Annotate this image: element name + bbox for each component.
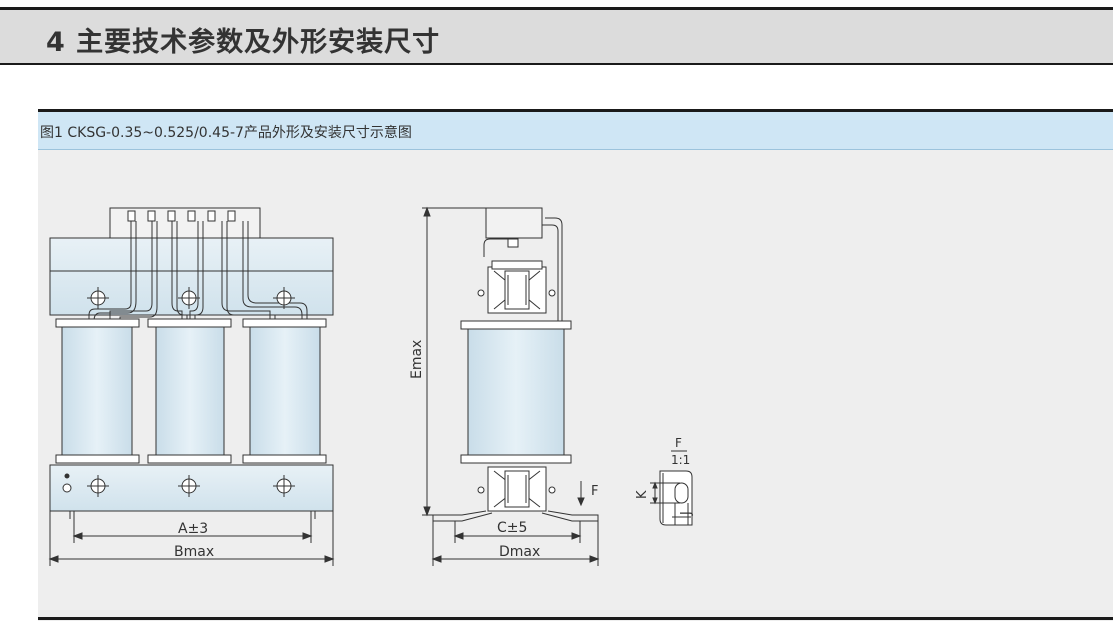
- figure-bottom-rule: [38, 617, 1113, 620]
- side-view: [422, 206, 600, 566]
- slot-hole: [674, 482, 689, 504]
- section-title: 4 主要技术参数及外形安装尺寸: [46, 27, 441, 58]
- detail-view-label: F: [675, 436, 682, 450]
- drawing-canvas: A±3 Bmax: [48, 206, 694, 566]
- dim-b-label: Bmax: [174, 544, 214, 560]
- side-terminal-box: [485, 207, 543, 239]
- section-header: 4 主要技术参数及外形安装尺寸: [0, 7, 1113, 65]
- dim-a-label: A±3: [178, 521, 208, 537]
- dim-e-label: Emax: [409, 340, 425, 379]
- figure-caption: 图1 CKSG-0.35~0.525/0.45-7产品外形及安装尺寸示意图: [40, 125, 412, 141]
- terminal-studs: [127, 210, 236, 222]
- detail-scale-label: 1:1: [671, 453, 690, 467]
- front-view: [48, 207, 335, 566]
- dim-k-label: K: [635, 490, 650, 499]
- detail-view: [650, 450, 693, 526]
- dim-j-label: J: [679, 511, 694, 516]
- figure-panel: 图1 CKSG-0.35~0.525/0.45-7产品外形及安装尺寸示意图: [38, 109, 1113, 621]
- top-holes: [87, 287, 295, 309]
- figure-caption-bar: 图1 CKSG-0.35~0.525/0.45-7产品外形及安装尺寸示意图: [38, 112, 1113, 150]
- bottom-holes: [62, 473, 295, 497]
- lead-wires: [88, 221, 308, 323]
- coils: [55, 318, 327, 464]
- dim-c-label: C±5: [497, 520, 527, 536]
- f-arrow-label: F: [591, 484, 598, 499]
- dim-d-label: Dmax: [499, 544, 540, 560]
